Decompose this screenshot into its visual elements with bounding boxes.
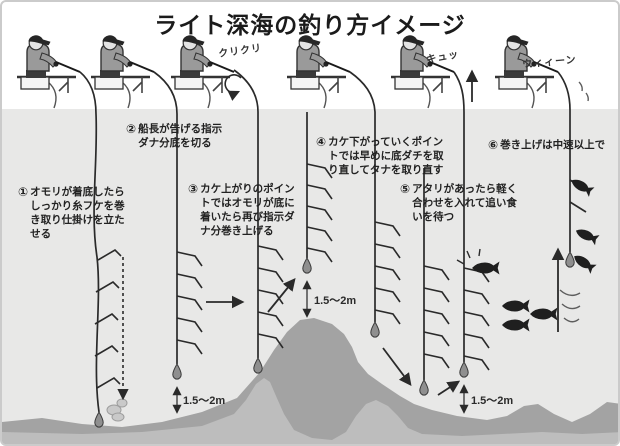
sinker-icon [370, 321, 380, 338]
fishing-line-1 [79, 71, 122, 413]
step-5-number: ⑤ [400, 182, 411, 196]
angler-6 [493, 34, 560, 110]
reel-circle-arrow-icon [224, 74, 242, 101]
bite-sparks-icon [456, 248, 481, 265]
step-1-note: ① オモリが着底したら しっかり糸フケを巻 き取り仕掛けを立た せる [18, 185, 140, 241]
fishing-line-3 [233, 69, 284, 358]
sinker-icon [253, 357, 263, 374]
drop-downslope-arrow-icon [382, 347, 412, 387]
fish-icon [502, 318, 530, 332]
fish-icon [530, 307, 558, 321]
fishing-line-5 [349, 71, 401, 325]
angler-5 [389, 34, 456, 110]
step-6-note: ⑥ 巻き上げは中速以上で [488, 138, 618, 153]
seafloor-light [2, 378, 618, 444]
hooked-fish-icon [472, 261, 500, 275]
sinker-icon [459, 361, 469, 378]
seafloor-dark [2, 318, 618, 444]
step-3-text: カケ上がりのポイン トではオモリが底に 着いたら再び指示ダ ナ分巻き上げる [200, 183, 295, 237]
sinker-icon [419, 379, 429, 396]
step-6-number: ⑥ [488, 138, 499, 152]
step-1-number: ① [18, 185, 29, 199]
caught-fish-icon [571, 251, 597, 274]
reset-tana-arrow-icon [437, 380, 461, 396]
step-2-text: 船長が告げる指示 ダナ分底を切る [138, 123, 223, 149]
angler-2 [89, 34, 156, 110]
wake-marks-icon [559, 81, 589, 323]
step-5-text: アタリがあったら軽く 合わせを入れて追い食 いを待つ [412, 183, 518, 223]
angler-1 [15, 34, 82, 110]
step-3-note: ③ カケ上がりのポイン トではオモリが底に 着いたら再び指示ダ ナ分巻き上げる [188, 182, 312, 238]
step-2-number: ② [126, 122, 137, 136]
fishing-line-2 [153, 71, 203, 364]
lift-upslope-arrow-icon [267, 278, 296, 313]
depth-label-3: 1.5〜2m [471, 395, 514, 407]
angler-4 [285, 34, 352, 110]
step-4-number: ④ [316, 135, 327, 149]
depth-label-2: 1.5〜2m [314, 295, 357, 307]
step-5-note: ⑤ アタリがあったら軽く 合わせを入れて追い食 いを待つ [400, 182, 528, 225]
step-4-text: カケ下がっていくポイン トでは早めに底ダチを取 り直してタナを取り直す [328, 136, 444, 176]
sinker-icon [94, 411, 104, 428]
sinker-icon [172, 363, 182, 380]
fishing-line-6 [423, 168, 450, 380]
diagram-title: ライト深海の釣り方イメージ [154, 12, 466, 38]
step-3-number: ③ [188, 182, 199, 196]
step-2-note: ② 船長が告げる指示 ダナ分底を切る [126, 122, 246, 151]
caught-fish-icon [568, 175, 595, 197]
step-4-note: ④ カケ下がっていくポイン トでは早めに底ダチを取 り直してタナを取り直す [316, 135, 450, 178]
step-6-text: 巻き上げは中速以上で [500, 139, 606, 151]
sediment-puff [106, 398, 128, 422]
step-1-text: オモリが着底したら しっかり糸フケを巻 き取り仕掛けを立た せる [30, 186, 125, 240]
fish-icon [502, 299, 530, 313]
fishing-line-7 [453, 71, 490, 371]
sinker-icon [302, 257, 312, 274]
fishing-line-4 [306, 112, 333, 263]
depth-label-1: 1.5〜2m [183, 395, 226, 407]
fishing-line-8 [557, 71, 587, 252]
caught-fish-icon [573, 225, 600, 246]
sinker-icon [565, 251, 575, 268]
